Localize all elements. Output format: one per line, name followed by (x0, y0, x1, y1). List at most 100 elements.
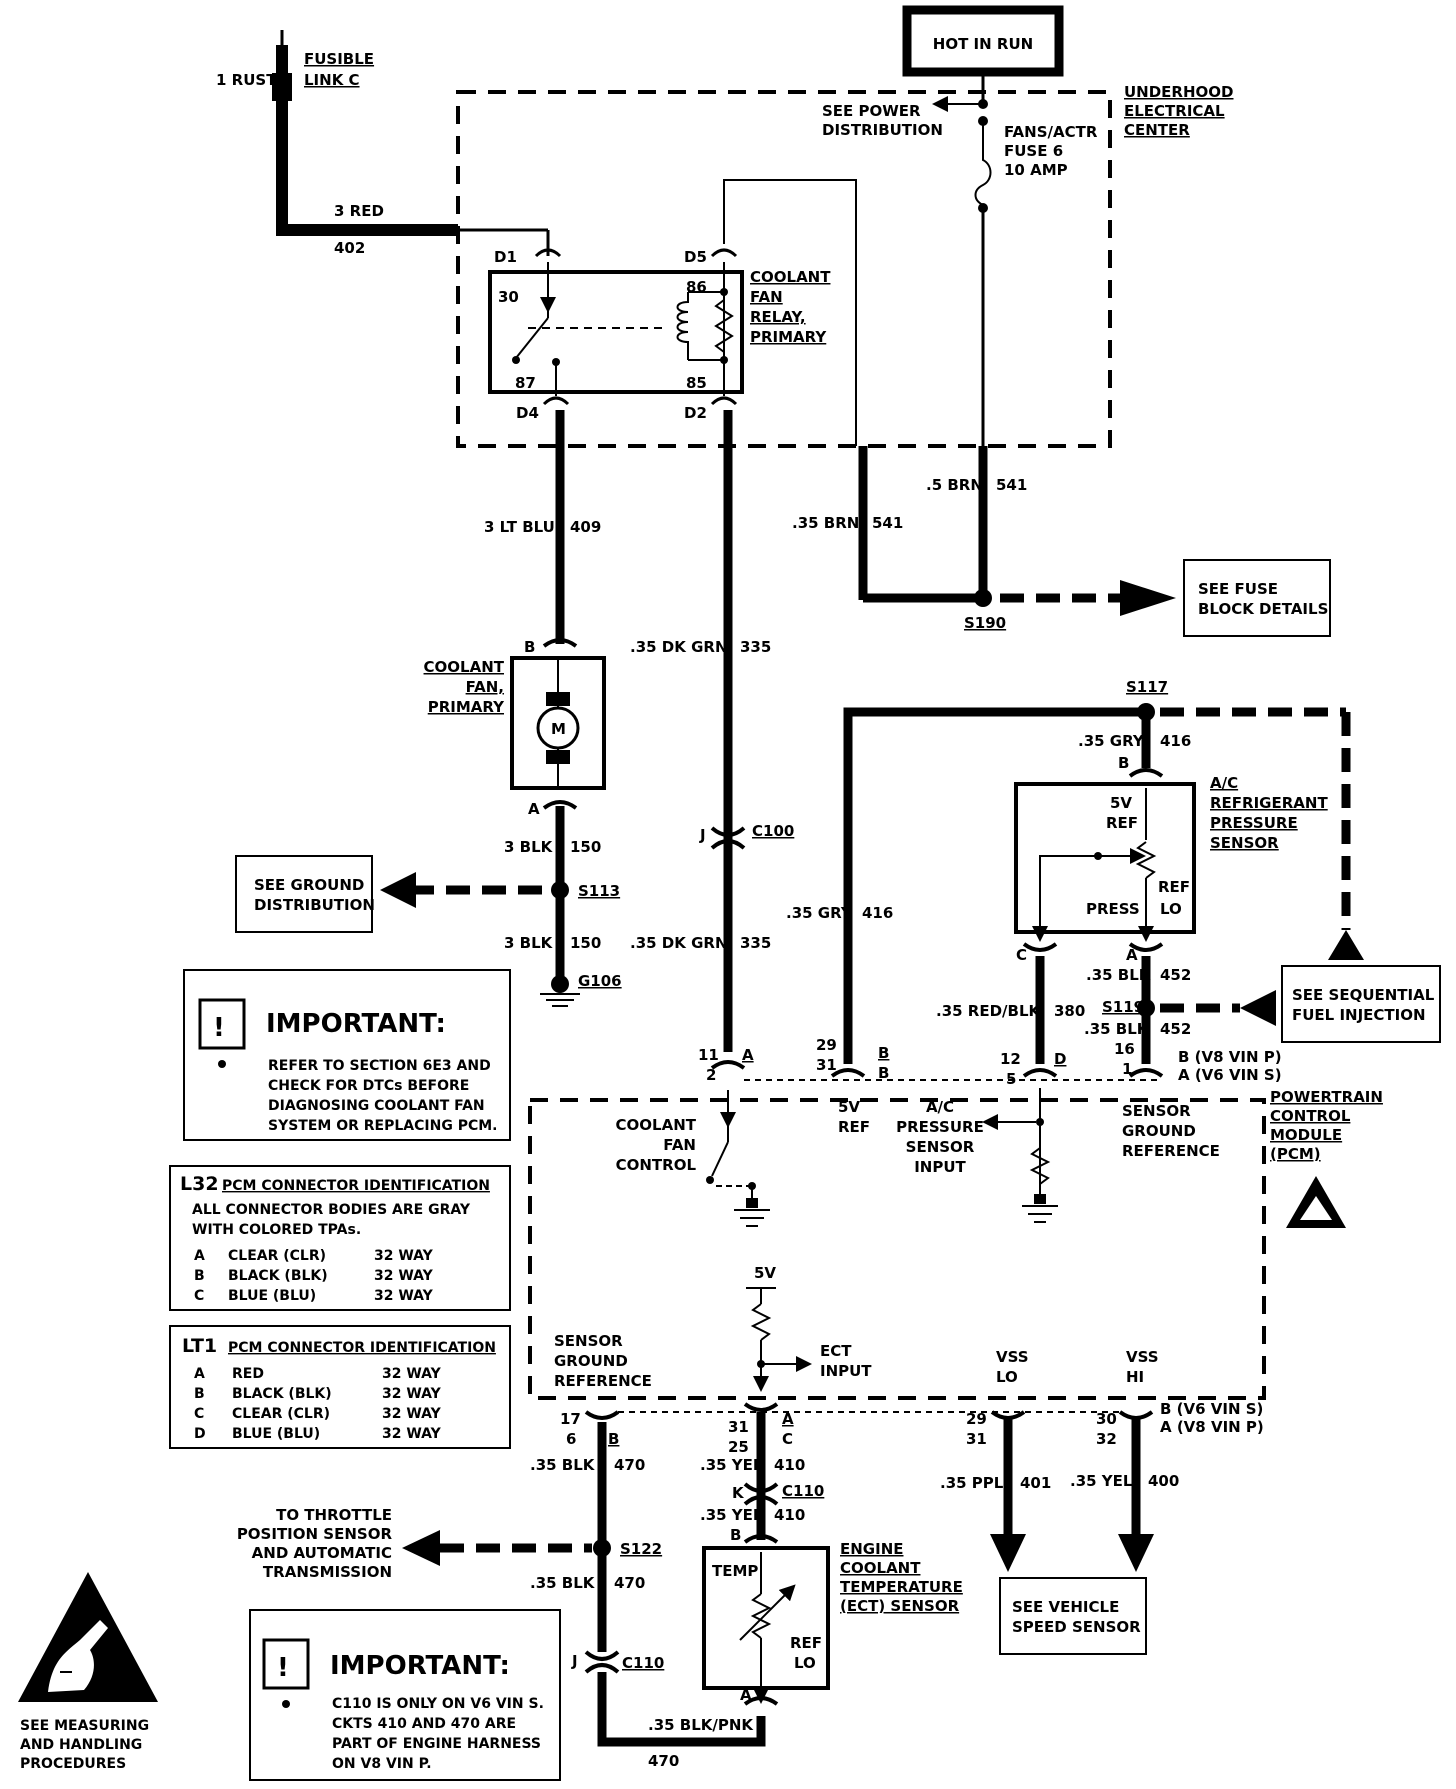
svg-text:B: B (194, 1268, 205, 1284)
svg-text:16: 16 (1114, 1040, 1135, 1058)
svg-text:D2: D2 (684, 404, 707, 422)
svg-text:416: 416 (1160, 732, 1191, 750)
svg-text:DISTRIBUTION: DISTRIBUTION (822, 121, 943, 139)
svg-text:SEE POWER: SEE POWER (822, 102, 921, 120)
svg-text:B: B (878, 1044, 889, 1062)
svg-text:FUSIBLE: FUSIBLE (304, 50, 374, 68)
svg-text:5V: 5V (754, 1264, 776, 1282)
svg-text:150: 150 (570, 934, 601, 952)
svg-text:32 WAY: 32 WAY (382, 1406, 442, 1422)
svg-text:AND HANDLING: AND HANDLING (20, 1737, 142, 1753)
svg-text:FUEL INJECTION: FUEL INJECTION (1292, 1006, 1426, 1024)
svg-text:RED: RED (232, 1366, 264, 1382)
ac-sensor-label: A/C REFRIGERANT PRESSURE SENSOR (1210, 774, 1328, 852)
svg-text:TO THROTTLE: TO THROTTLE (276, 1506, 392, 1524)
svg-text:SEE SEQUENTIAL: SEE SEQUENTIAL (1292, 986, 1435, 1004)
svg-text:.35 DK GRN: .35 DK GRN (630, 638, 728, 656)
svg-text:A/C: A/C (1210, 774, 1238, 792)
svg-text:TRANSMISSION: TRANSMISSION (263, 1563, 392, 1581)
svg-text:.35 BRN: .35 BRN (792, 514, 859, 532)
svg-text:LT1: LT1 (182, 1335, 217, 1357)
svg-text:335: 335 (740, 934, 771, 952)
svg-text:.35 DK GRN: .35 DK GRN (630, 934, 728, 952)
fuse-symbol (974, 121, 992, 208)
pcm-label: POWERTRAIN CONTROL MODULE (PCM) (1270, 1088, 1383, 1163)
see-ground-box: SEE GROUND DISTRIBUTION (235, 855, 375, 933)
svg-text:32 WAY: 32 WAY (374, 1248, 434, 1264)
hot-in-run-box: HOT IN RUN (902, 5, 1064, 77)
svg-text:32: 32 (1096, 1430, 1117, 1448)
splice-s119 (1137, 999, 1155, 1017)
svg-text:D4: D4 (516, 404, 539, 422)
important-note-2: ! IMPORTANT: C110 IS ONLY ON V6 VIN S. C… (249, 1609, 561, 1781)
underhood-label: UNDERHOOD ELECTRICAL CENTER (1124, 83, 1234, 139)
svg-text:PCM CONNECTOR IDENTIFICATION: PCM CONNECTOR IDENTIFICATION (222, 1178, 490, 1194)
svg-text:29: 29 (816, 1036, 837, 1054)
svg-text:A/C: A/C (926, 1098, 954, 1116)
svg-text:400: 400 (1148, 1472, 1179, 1490)
splice-s122 (593, 1539, 611, 1557)
ac-input-label: A/C PRESSURE SENSOR INPUT (896, 1098, 984, 1176)
svg-text:32 WAY: 32 WAY (382, 1366, 442, 1382)
svg-text:ENGINE: ENGINE (840, 1540, 904, 1558)
svg-text:SENSOR: SENSOR (1210, 834, 1279, 852)
svg-text:TEMP: TEMP (712, 1562, 758, 1580)
see-sfi-box: SEE SEQUENTIAL FUEL INJECTION (1281, 965, 1441, 1043)
svg-text:D: D (1054, 1050, 1066, 1068)
svg-text:S119: S119 (1102, 998, 1144, 1016)
svg-text:TEMPERATURE: TEMPERATURE (840, 1578, 963, 1596)
svg-text:COOLANT: COOLANT (840, 1559, 921, 1577)
coolant-fan-label: COOLANT FAN, PRIMARY (424, 658, 506, 716)
svg-text:.35 YEL: .35 YEL (700, 1506, 763, 1524)
svg-text:25: 25 (728, 1438, 749, 1456)
esd-warning-icon (18, 1572, 158, 1702)
svg-text:AND AUTOMATIC: AND AUTOMATIC (252, 1544, 392, 1562)
svg-text:401: 401 (1020, 1474, 1051, 1492)
svg-text:.35 BLK/PNK: .35 BLK/PNK (648, 1716, 754, 1734)
svg-text:J: J (571, 1652, 578, 1670)
esd-small-icon (1286, 1176, 1346, 1228)
svg-text:ELECTRICAL: ELECTRICAL (1124, 102, 1225, 120)
svg-text:A: A (528, 800, 540, 818)
svg-text:FAN: FAN (750, 288, 783, 306)
svg-text:S190: S190 (964, 614, 1006, 632)
svg-text:REFRIGERANT: REFRIGERANT (1210, 794, 1328, 812)
coolant-fan-relay: D1 D5 30 86 87 85 D4 D2 (488, 248, 744, 422)
svg-text:BLUE (BLU): BLUE (BLU) (228, 1288, 316, 1304)
svg-text:470: 470 (614, 1574, 645, 1592)
see-power-distribution-label: SEE POWER DISTRIBUTION (822, 102, 943, 139)
svg-text:COOLANT: COOLANT (750, 268, 831, 286)
svg-text:G106: G106 (578, 972, 622, 990)
svg-text:D: D (194, 1426, 206, 1442)
svg-text:PROCEDURES: PROCEDURES (20, 1756, 126, 1772)
underhood-boundary (456, 90, 1112, 448)
see-vss-box: SEE VEHICLE SPEED SENSOR (999, 1577, 1147, 1655)
svg-text:SEE FUSE: SEE FUSE (1198, 580, 1278, 598)
svg-text:CONTROL: CONTROL (616, 1156, 697, 1174)
svg-text:LO: LO (794, 1654, 816, 1672)
svg-text:ON V8 VIN P.: ON V8 VIN P. (332, 1756, 432, 1772)
svg-text:C: C (194, 1288, 204, 1304)
svg-text:D5: D5 (684, 248, 707, 266)
svg-text:470: 470 (648, 1752, 679, 1770)
svg-text:MODULE: MODULE (1270, 1126, 1342, 1144)
svg-text:A: A (740, 1686, 752, 1704)
svg-text:GROUND: GROUND (1122, 1122, 1196, 1140)
svg-text:SENSOR: SENSOR (906, 1138, 975, 1156)
svg-text:5V: 5V (838, 1098, 860, 1116)
svg-text:A (V8 VIN P): A (V8 VIN P) (1160, 1418, 1264, 1436)
svg-text:30: 30 (1096, 1410, 1117, 1428)
svg-text:SYSTEM OR REPLACING PCM.: SYSTEM OR REPLACING PCM. (268, 1118, 498, 1134)
svg-text:30: 30 (498, 288, 519, 306)
svg-text:1: 1 (1122, 1060, 1132, 1078)
svg-text:86: 86 (686, 278, 707, 296)
svg-text:380: 380 (1054, 1002, 1085, 1020)
svg-text:.35 GRY: .35 GRY (786, 904, 853, 922)
svg-text:541: 541 (872, 514, 903, 532)
svg-text:SEE MEASURING: SEE MEASURING (20, 1718, 149, 1734)
svg-text:17: 17 (560, 1410, 581, 1428)
ect-sensor: TEMP REF LO (702, 1546, 830, 1704)
svg-text:K: K (732, 1484, 745, 1502)
svg-text:31: 31 (728, 1418, 749, 1436)
